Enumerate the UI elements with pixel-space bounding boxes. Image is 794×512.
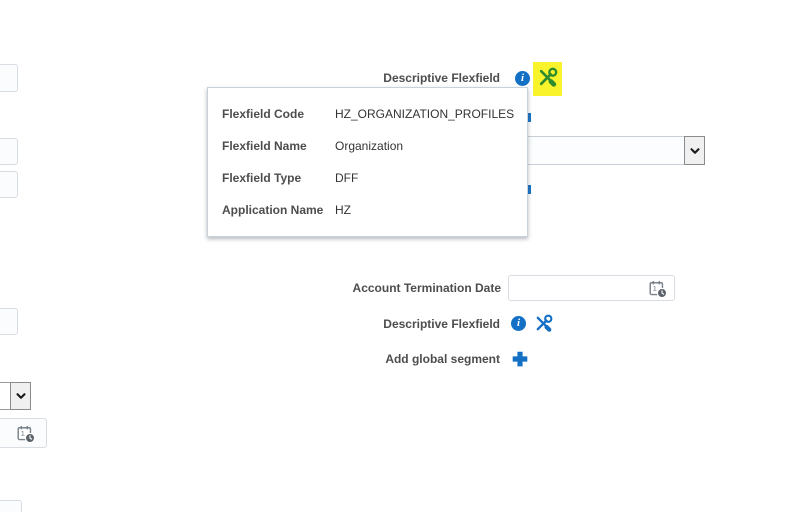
left-edge-date-field[interactable]: 1 bbox=[0, 418, 47, 448]
popup-row-value: DFF bbox=[335, 171, 359, 185]
account-termination-date-input[interactable] bbox=[508, 275, 675, 301]
left-partial-input-2[interactable] bbox=[0, 138, 18, 165]
popup-row-label: Flexfield Name bbox=[222, 139, 307, 153]
left-partial-input-1[interactable] bbox=[0, 64, 18, 92]
hidden-icon-sliver bbox=[528, 185, 531, 194]
left-partial-input-5[interactable] bbox=[0, 500, 22, 512]
right-dropdown[interactable] bbox=[515, 136, 705, 165]
left-edge-dropdown[interactable] bbox=[0, 382, 31, 410]
left-partial-input-3[interactable] bbox=[0, 171, 18, 198]
add-plus-icon[interactable] bbox=[511, 350, 529, 373]
add-global-segment-label: Add global segment bbox=[385, 352, 500, 366]
date-time-picker-icon[interactable]: 1 bbox=[648, 279, 668, 304]
flexfield-edit-tools-icon[interactable] bbox=[537, 67, 558, 88]
left-partial-input-4[interactable] bbox=[0, 308, 18, 335]
date-time-picker-icon[interactable]: 1 bbox=[16, 424, 36, 449]
info-icon[interactable]: i bbox=[515, 71, 530, 86]
flexfield-info-popup: Flexfield Code HZ_ORGANIZATION_PROFILES … bbox=[207, 87, 528, 237]
svg-text:1: 1 bbox=[21, 429, 25, 438]
account-termination-date-label: Account Termination Date bbox=[352, 281, 501, 295]
popup-row-value: HZ_ORGANIZATION_PROFILES bbox=[335, 107, 515, 121]
hidden-info-icon-sliver bbox=[528, 113, 531, 122]
popup-row-label: Application Name bbox=[222, 203, 324, 217]
popup-row-value: Organization bbox=[335, 139, 404, 153]
popup-row-label: Flexfield Code bbox=[222, 107, 305, 121]
svg-text:1: 1 bbox=[653, 284, 657, 293]
highlight-annotation bbox=[533, 62, 562, 96]
info-icon[interactable]: i bbox=[511, 316, 526, 331]
descriptive-flexfield-label: Descriptive Flexfield bbox=[383, 317, 500, 331]
dropdown-chevron-icon[interactable] bbox=[10, 382, 31, 410]
popup-row-label: Flexfield Type bbox=[222, 171, 302, 185]
dropdown-chevron-icon[interactable] bbox=[684, 136, 705, 165]
flexfield-edit-tools-icon[interactable] bbox=[534, 314, 553, 338]
popup-row-value: HZ bbox=[335, 203, 351, 217]
descriptive-flexfield-top-label: Descriptive Flexfield bbox=[383, 71, 500, 85]
